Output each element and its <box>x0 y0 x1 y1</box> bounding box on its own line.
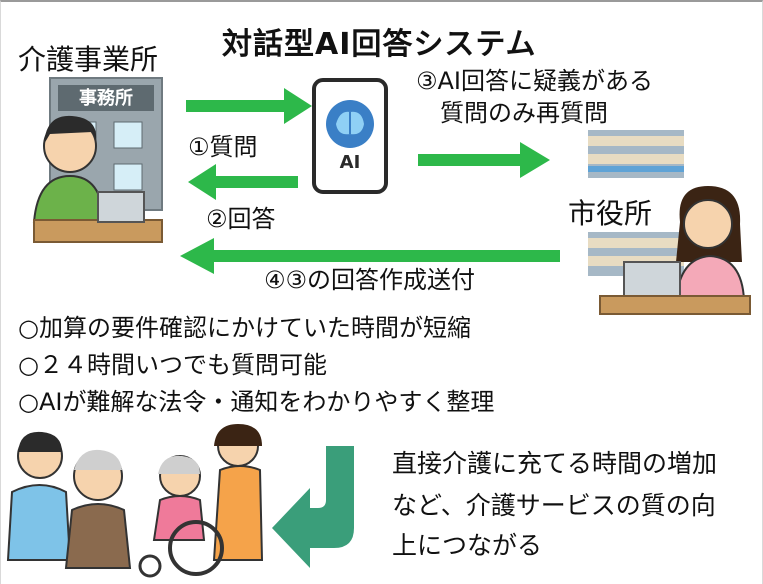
benefit-item: ○２４時間いつでも質問可能 <box>18 351 327 379</box>
outcome-line: 直接介護に充てる時間の増加 <box>392 449 718 478</box>
question-label: ①質問 <box>188 133 258 161</box>
benefit-item: ○加算の要件確認にかけていた時間が短縮 <box>18 314 471 342</box>
office-sign: 事務所 <box>79 87 133 109</box>
caregivers-illustration <box>6 431 132 569</box>
ai-tablet-illustration <box>312 78 388 194</box>
arrow-reply-to-office <box>180 238 560 274</box>
city-hall-label: 市役所 <box>568 197 653 230</box>
outcome-line: など、介護サービスの質の向 <box>392 491 716 520</box>
page-title: 対話型AI回答システム <box>222 27 537 62</box>
office-worker-illustration <box>32 115 163 243</box>
arrow-answer-to-office <box>188 164 298 200</box>
outcome-line: 上につながる <box>392 531 543 560</box>
arrow-requery-to-city <box>418 142 550 178</box>
wheelchair-illustration <box>138 424 264 578</box>
requery-label-line2: 質問のみ再質問 <box>440 99 608 127</box>
office-label: 介護事業所 <box>18 43 159 76</box>
reply-label: ④③の回答作成送付 <box>264 266 476 294</box>
arrow-question-to-ai <box>186 88 312 124</box>
requery-label-line1: ③AI回答に疑義がある <box>416 67 654 95</box>
benefit-item: ○AIが難解な法令・通知をわかりやすく整理 <box>18 388 495 416</box>
curved-arrow <box>272 446 354 568</box>
city-hall-worker-illustration <box>599 186 751 315</box>
ai-label: AI <box>340 152 361 173</box>
answer-label: ②回答 <box>206 205 276 233</box>
